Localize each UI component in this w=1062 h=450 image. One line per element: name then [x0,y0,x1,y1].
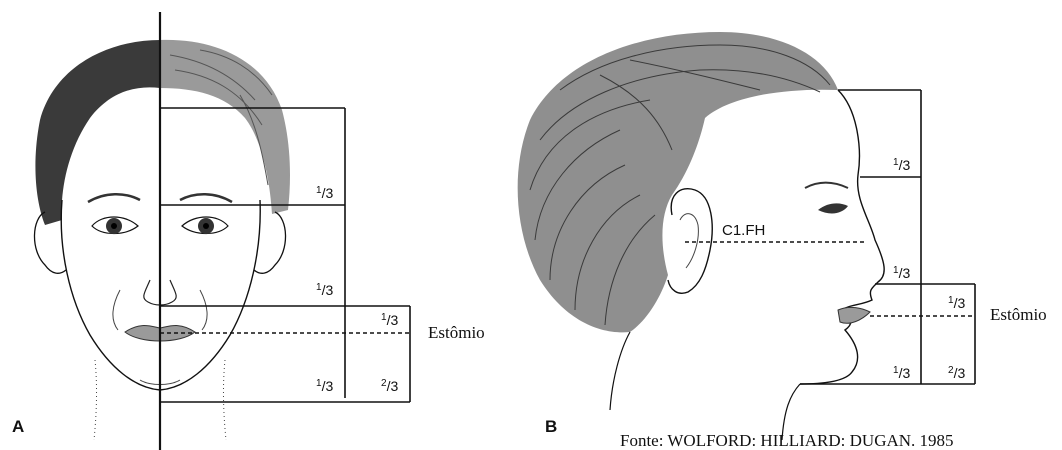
eye-right [182,217,228,234]
fraction-b-middle: 1/3 [893,265,910,281]
panel-b-label: B [545,417,557,436]
fraction-a-upper: 1/3 [316,185,333,201]
profile-lips [838,307,870,323]
panel-a-label: A [12,417,24,436]
fraction-b-lip-lower: 2/3 [948,365,965,381]
profile-face-outline [800,90,884,384]
fraction-a-lower: 1/3 [316,378,333,394]
profile-ear-inner [680,214,698,268]
hair-right [160,40,290,214]
panel-a-frontal-face: 1/3 1/3 1/3 1/3 2/3 Estômio A [12,12,485,450]
stomion-label-b: Estômio [990,305,1047,324]
profile-ear [668,189,712,294]
fraction-b-upper: 1/3 [893,157,910,173]
eye-left [92,217,138,234]
fraction-a-middle: 1/3 [316,282,333,298]
brow-left [88,194,140,202]
frankfort-horizontal-label: C1.FH [722,222,765,239]
profile-neck [610,332,800,440]
brow-right [180,194,232,202]
fraction-a-lip-lower: 2/3 [381,378,398,394]
proportion-grid-b [800,90,975,384]
fraction-b-lip-upper: 1/3 [948,295,965,311]
profile-hair [518,32,838,332]
profile-brow [805,183,848,188]
source-caption: Fonte: WOLFORD: HILLIARD: DUGAN. 1985 [620,431,954,450]
panel-b-profile: C1.FH 1/3 1/3 1/3 1/3 2/3 Estômio B [518,32,1047,440]
profile-eye [818,203,848,213]
stomion-label-a: Estômio [428,323,485,342]
fraction-b-lower: 1/3 [893,365,910,381]
fraction-a-lip-upper: 1/3 [381,312,398,328]
